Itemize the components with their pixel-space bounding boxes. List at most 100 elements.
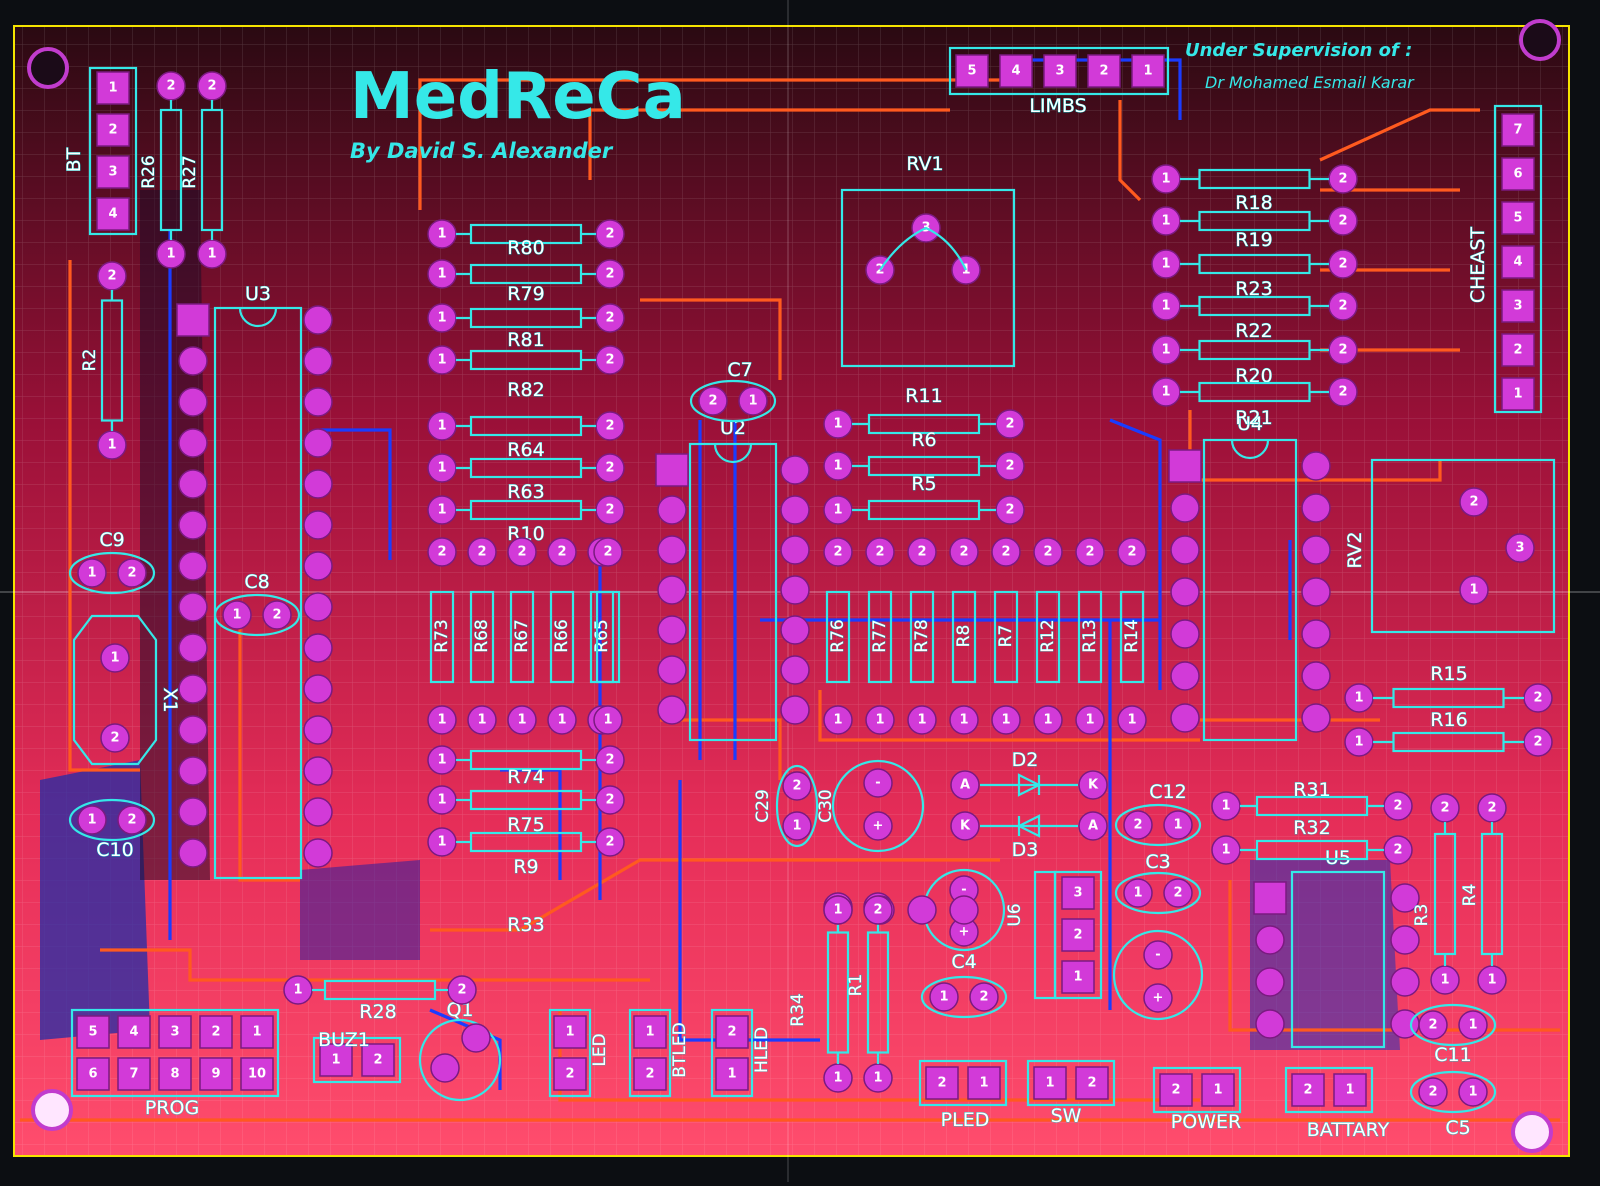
resistor-pad[interactable]: 1 <box>949 705 979 735</box>
resistor-pad[interactable]: 1 <box>1477 965 1507 995</box>
capacitor-pad[interactable]: 2 <box>969 982 999 1012</box>
resistor-pad[interactable]: 2 <box>97 261 127 291</box>
u3-pin[interactable] <box>178 387 208 417</box>
resistor-pad[interactable]: 2 <box>595 453 625 483</box>
limbs-pin[interactable]: 4 <box>999 54 1033 88</box>
capacitor-pad[interactable]: 1 <box>77 558 107 588</box>
resistor-pad[interactable]: 1 <box>1151 206 1181 236</box>
u2-pin[interactable] <box>780 615 810 645</box>
resistor-pad[interactable]: 1 <box>823 1063 853 1093</box>
limbs-pin[interactable]: 5 <box>955 54 989 88</box>
u2-pin[interactable] <box>780 575 810 605</box>
connector-pin[interactable]: 2 <box>361 1043 395 1077</box>
q1-pin[interactable] <box>430 1053 460 1083</box>
resistor-pad[interactable]: 1 <box>865 705 895 735</box>
resistor-pad[interactable]: 2 <box>595 745 625 775</box>
u4-pin[interactable] <box>1170 703 1200 733</box>
resistor-pad[interactable]: 1 <box>427 303 457 333</box>
capacitor-pad[interactable]: - <box>863 768 893 798</box>
u5-pin[interactable] <box>1255 967 1285 997</box>
u4-pin[interactable] <box>1168 449 1202 483</box>
resistor-pad[interactable]: 1 <box>1151 291 1181 321</box>
diode-pad[interactable]: K <box>1078 770 1108 800</box>
capacitor-pad[interactable]: 2 <box>262 600 292 630</box>
resistor-pad[interactable]: 1 <box>197 239 227 269</box>
resistor-pad[interactable]: 2 <box>1477 793 1507 823</box>
u2-pin[interactable] <box>657 655 687 685</box>
cheast-pin[interactable]: 2 <box>1501 333 1535 367</box>
u4-pin[interactable] <box>1301 619 1331 649</box>
resistor-pad[interactable]: 1 <box>1075 705 1105 735</box>
u3-pin[interactable] <box>303 715 333 745</box>
u3-pin[interactable] <box>176 303 210 337</box>
connector-pin[interactable]: 2 <box>1159 1073 1193 1107</box>
capacitor-pad[interactable]: + <box>1143 983 1173 1013</box>
u3-pin[interactable] <box>178 510 208 540</box>
capacitor-pad[interactable]: 1 <box>1458 1077 1488 1107</box>
u3-pins[interactable] <box>176 303 333 868</box>
connector-pin[interactable]: 2 <box>1291 1073 1325 1107</box>
u3-pin[interactable] <box>178 551 208 581</box>
capacitor-pad[interactable]: 1 <box>929 982 959 1012</box>
bt-pin[interactable]: 3 <box>96 155 130 189</box>
cheast-pin[interactable]: 7 <box>1501 113 1535 147</box>
resistor-pad[interactable]: 1 <box>467 705 497 735</box>
u2-pin[interactable] <box>657 495 687 525</box>
prog-pin[interactable]: 3 <box>158 1015 192 1049</box>
limbs-pin[interactable]: 2 <box>1087 54 1121 88</box>
diode-pad[interactable]: A <box>1078 811 1108 841</box>
u5-pins[interactable] <box>1253 881 1420 1039</box>
resistor-pad[interactable]: 1 <box>427 745 457 775</box>
led-pin[interactable]: 1 <box>553 1015 587 1049</box>
resistor-pad[interactable]: 1 <box>823 451 853 481</box>
resistor-pad[interactable]: 2 <box>995 495 1025 525</box>
u2-pin[interactable] <box>655 453 689 487</box>
resistor-pad[interactable]: 1 <box>1117 705 1147 735</box>
resistor-pad[interactable]: 1 <box>427 705 457 735</box>
resistor-pad[interactable]: 2 <box>595 785 625 815</box>
u3-pin[interactable] <box>303 838 333 868</box>
resistor-pad[interactable]: 1 <box>507 705 537 735</box>
prog-pin[interactable]: 2 <box>199 1015 233 1049</box>
resistor-pad[interactable]: 2 <box>1383 835 1413 865</box>
u3-pin[interactable] <box>303 674 333 704</box>
capacitor-pad[interactable]: 2 <box>1418 1010 1448 1040</box>
resistor-pad[interactable]: 1 <box>427 827 457 857</box>
capacitor-pad[interactable]: 1 <box>1458 1010 1488 1040</box>
bt-pin[interactable]: 1 <box>96 71 130 105</box>
capacitor-pad[interactable]: 1 <box>77 805 107 835</box>
resistor-pad[interactable]: 2 <box>595 345 625 375</box>
resistor-pad[interactable]: 2 <box>595 259 625 289</box>
resistor-pad[interactable]: 1 <box>1344 683 1374 713</box>
resistor-pad[interactable]: 1 <box>907 705 937 735</box>
u3-pin[interactable] <box>303 592 333 622</box>
u3-pin[interactable] <box>303 551 333 581</box>
resistor-pad[interactable]: 1 <box>427 259 457 289</box>
u2-pin[interactable] <box>780 535 810 565</box>
resistor-pad[interactable]: 2 <box>593 537 623 567</box>
